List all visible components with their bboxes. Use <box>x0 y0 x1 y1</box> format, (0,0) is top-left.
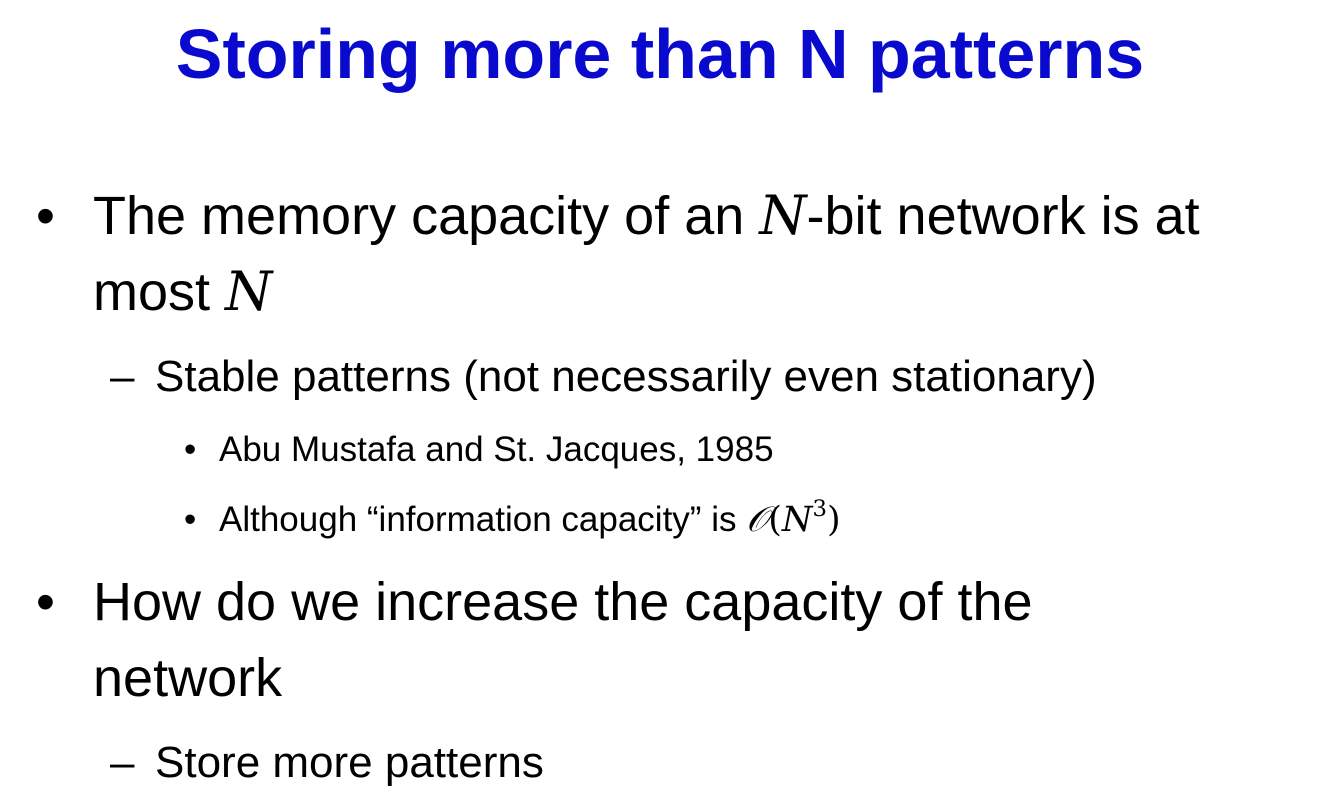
bullet-2-line-2: network <box>93 648 283 708</box>
slide-title: Storing more than N patterns <box>175 15 1145 93</box>
bullet-1-line-2-text: most <box>93 262 226 322</box>
subsubitem-information-capacity: Although “information capacity” is 𝒪(N3) <box>219 494 841 546</box>
subsubitem-marker: • <box>184 500 197 539</box>
math-variable-n: N <box>225 260 273 323</box>
math-variable-n: N <box>759 184 807 247</box>
math-open-paren: ( <box>768 500 782 540</box>
subitem-dash-marker: – <box>110 352 135 401</box>
subitem-store-more-patterns: Store more patterns <box>155 738 544 787</box>
bullet-1-text-pre: The memory capacity of an <box>93 186 760 246</box>
bullet-1-line-1: The memory capacity of an N-bit network … <box>93 178 1200 254</box>
subitem-dash-marker: – <box>110 738 135 787</box>
math-variable-n: N <box>781 500 813 540</box>
bullet-marker: • <box>36 572 55 632</box>
subsubitem-information-capacity-text: Although “information capacity” is <box>219 500 747 539</box>
math-close-paren: ) <box>827 500 841 540</box>
math-exponent: 3 <box>812 496 828 523</box>
subsubitem-citation: Abu Mustafa and St. Jacques, 1985 <box>219 430 774 469</box>
bullet-marker: • <box>36 186 55 246</box>
math-big-o: 𝒪 <box>746 500 769 540</box>
subitem-stable-patterns: Stable patterns (not necessarily even st… <box>155 352 1097 401</box>
bullet-1-line-2: most N <box>93 254 272 330</box>
subsubitem-marker: • <box>184 430 197 469</box>
bullet-2-line-1: How do we increase the capacity of the <box>93 572 1033 632</box>
bullet-1-text-post: -bit network is at <box>806 186 1200 246</box>
